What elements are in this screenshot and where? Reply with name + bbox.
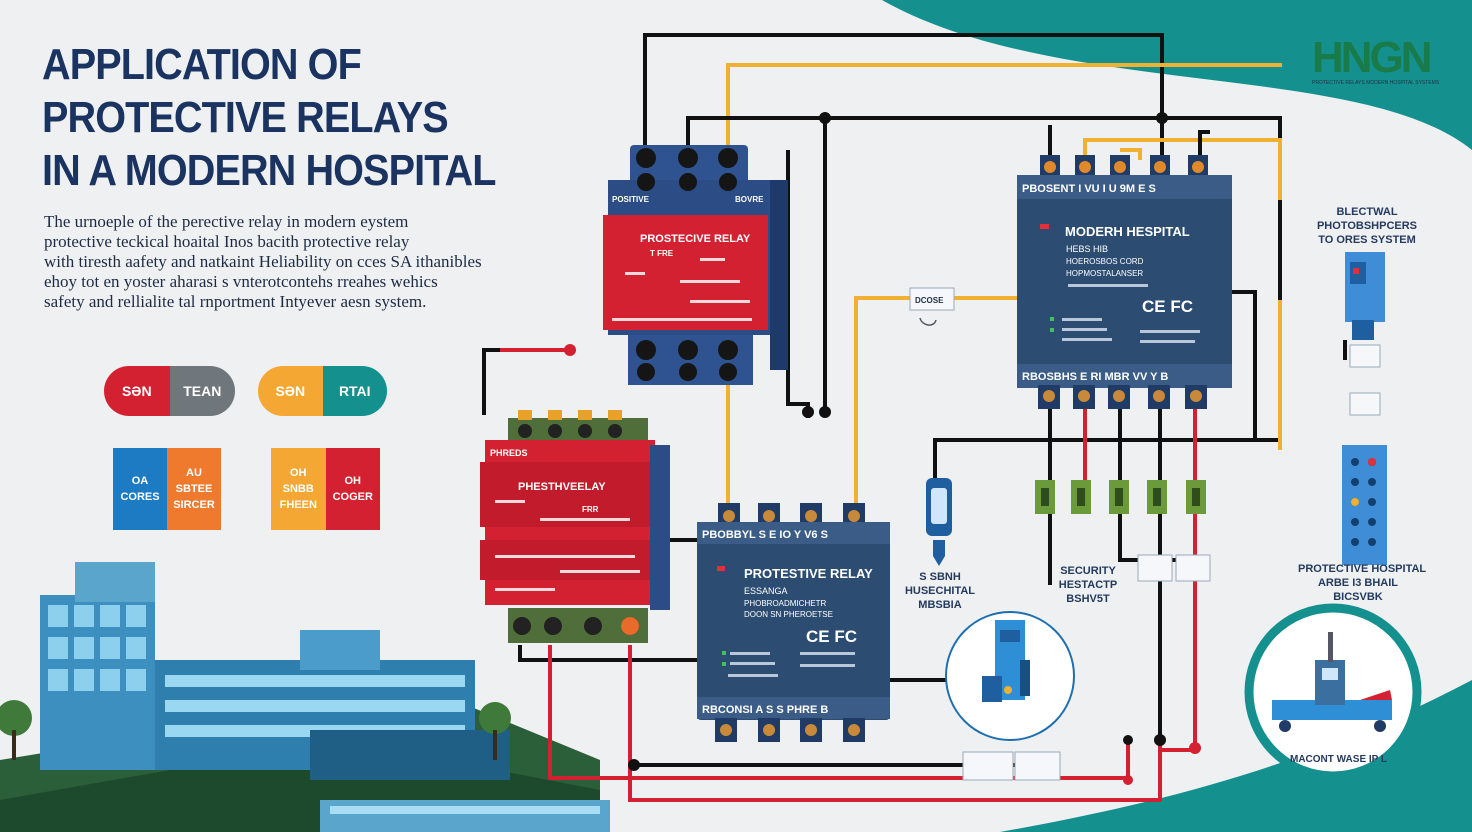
description-line: protective teckical hoaital Inos bacith …	[44, 232, 410, 251]
panel-right-name: MODERH HESPITAL	[1065, 224, 1190, 239]
description-line: The urnoeple of the perective relay in m…	[44, 212, 409, 231]
panel-center[interactable]: PBOBBYL S E IO Y V6 S PROTESTIVE RELAY E…	[697, 503, 890, 742]
panel-right-bottom-strip: RBOSBHS E RI MBR VV Y B	[1022, 371, 1168, 383]
sensor-probe[interactable]	[926, 478, 952, 566]
title-line-2: PROTECTIVE RELAYS	[42, 93, 449, 142]
legend-tile-1-left: OA CORES	[113, 448, 167, 530]
description-line: safety and rellialite tal rnportment Int…	[44, 292, 427, 311]
legend-pill-2-right: RTAI	[322, 366, 387, 416]
legend-tile-1: OA CORES AU SBTEE SIRCER	[113, 448, 221, 530]
legend-pill-2-left: SƏN	[258, 366, 323, 416]
detail-circle-device	[945, 611, 1075, 741]
small-tags	[962, 344, 1381, 781]
relay-left-sub: FRR	[582, 505, 599, 514]
legend-tile-2-right: OH COGER	[325, 448, 380, 530]
panel-center-line-1: ESSANGA	[744, 586, 788, 596]
panel-center-bottom-strip: RBCONSI A S S PHRE B	[702, 704, 828, 716]
title-line-1: APPLICATION OF	[42, 40, 362, 89]
legend-pill-2: SƏN RTAI	[258, 366, 387, 416]
panel-center-top-strip: PBOBBYL S E IO Y V6 S	[702, 529, 828, 541]
sensor-label: S SBNH HUSECHITAL MBSBIA	[904, 571, 976, 611]
wall-device-top[interactable]	[1345, 252, 1385, 340]
relay-top-header-left: POSITIVE	[612, 195, 650, 204]
panel-center-line-2: PHOBROADMICHETR	[744, 599, 826, 608]
legend-pill-1-left: SƏN	[104, 366, 170, 416]
bottom-circle-label: MACONT WASE IP L	[1290, 754, 1387, 765]
relay-top[interactable]: POSITIVE BOVRE PROSTECIVE RELAY T FRE	[603, 145, 788, 385]
legend-pill-1: SƏN TEAN	[104, 366, 235, 416]
legend-tile-2-left: OH SNBB FHEEN	[271, 448, 326, 530]
panel-center-name: PROTESTIVE RELAY	[744, 566, 873, 581]
security-label: SECURITY HESTACTP BSHV5T	[1058, 565, 1118, 605]
wall-device-bottom[interactable]	[1342, 445, 1387, 565]
panel-center-line-3: DOON SN PHEROETSE	[744, 610, 833, 619]
brand-logo: HNGN PROTECTIVE RELAYS MODERN HOSPITAL S…	[1312, 33, 1440, 87]
relay-left-name: PHESTHVEELAY	[518, 481, 606, 493]
title-line-3: IN A MODERN HOSPITAL	[42, 146, 496, 195]
panel-center-marks: CE FC	[806, 627, 857, 646]
relay-left[interactable]: PHREDS PHESTHVEELAY FRR	[480, 410, 670, 643]
description: The urnoeple of the perective relay in m…	[44, 212, 564, 312]
relay-left-header: PHREDS	[490, 448, 528, 458]
description-line: with tiresth aafety and natkaint Heliabi…	[44, 252, 482, 271]
legend-tile-2: OH SNBB FHEEN OH COGER	[271, 448, 380, 530]
relay-top-sub: T FRE	[650, 249, 674, 258]
wire-junctions	[564, 112, 1201, 785]
logo-subtext: PROTECTIVE RELAYS MODERN HOSPITAL SYSTEM…	[1312, 80, 1440, 86]
detail-circle-equipment: MACONT WASE IP L	[1244, 603, 1422, 781]
svg-text:DCOSE: DCOSE	[915, 296, 944, 305]
panel-right-top-strip: PBOSENT I VU I U 9M E S	[1022, 183, 1156, 195]
legend-tile-1-right: AU SBTEE SIRCER	[167, 448, 221, 530]
panel-right-line-3: HOPMOSTALANSER	[1066, 269, 1143, 278]
panel-right[interactable]: PBOSENT I VU I U 9M E S MODERH HESPITAL …	[1017, 155, 1232, 409]
electrical-label: BLECTWAL PHOTOBSHPCERS TO ORES SYSTEM	[1316, 206, 1418, 246]
panel-right-line-1: HEBS HIB	[1066, 244, 1108, 254]
legend-pill-1-right: TEAN	[169, 366, 235, 416]
panel-right-marks: CE FC	[1142, 297, 1193, 316]
relay-top-header-right: BOVRE	[735, 195, 764, 204]
logo-text: HNGN	[1312, 33, 1433, 82]
teal-corner-bottom-right	[1000, 680, 1472, 832]
panel-right-line-2: HOEROSBOS CORD	[1066, 257, 1144, 266]
description-line: ehoy tot en yoster aharasi s vnterotcont…	[44, 272, 438, 291]
hospital-building-illustration	[0, 562, 610, 832]
protective-hospital-label: PROTECTIVE HOSPITAL ARBE I3 BHAIL BICSVB…	[1298, 563, 1427, 603]
relay-top-name: PROSTECIVE RELAY	[640, 233, 751, 245]
teal-corner-top-right	[882, 0, 1472, 150]
page-title: APPLICATION OF PROTECTIVE RELAYS IN A MO…	[42, 38, 546, 197]
terminal-blocks	[1035, 480, 1206, 514]
tag-mid: DCOSE	[909, 287, 955, 326]
